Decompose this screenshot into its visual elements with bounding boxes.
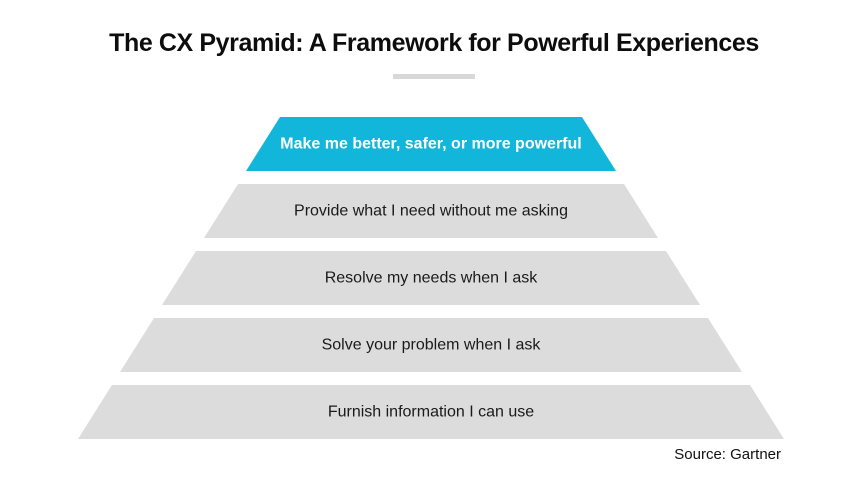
source-attribution: Source: Gartner [674,446,781,463]
page-title: The CX Pyramid: A Framework for Powerful… [109,29,759,57]
pyramid-level-1: Make me better, safer, or more powerful [246,117,616,171]
pyramid-level-3: Resolve my needs when I ask [162,251,700,305]
pyramid-level-1-shape [246,117,616,171]
pyramid-level-5: Furnish information I can use [78,385,784,439]
pyramid-level-1-label: Make me better, safer, or more powerful [280,136,581,153]
pyramid-level-3-label: Resolve my needs when I ask [325,270,539,287]
pyramid-level-4-label: Solve your problem when I ask [322,337,542,354]
pyramid-level-4: Solve your problem when I ask [120,318,742,372]
pyramid-level-2-shape [204,184,658,238]
pyramid-level-3-shape [162,251,700,305]
pyramid-level-5-label: Furnish information I can use [328,404,534,421]
pyramid-level-2-label: Provide what I need without me asking [294,203,568,220]
pyramid-level-2: Provide what I need without me asking [204,184,658,238]
pyramid-level-4-shape [120,318,742,372]
title-divider [393,74,475,79]
pyramid-level-5-shape [78,385,784,439]
